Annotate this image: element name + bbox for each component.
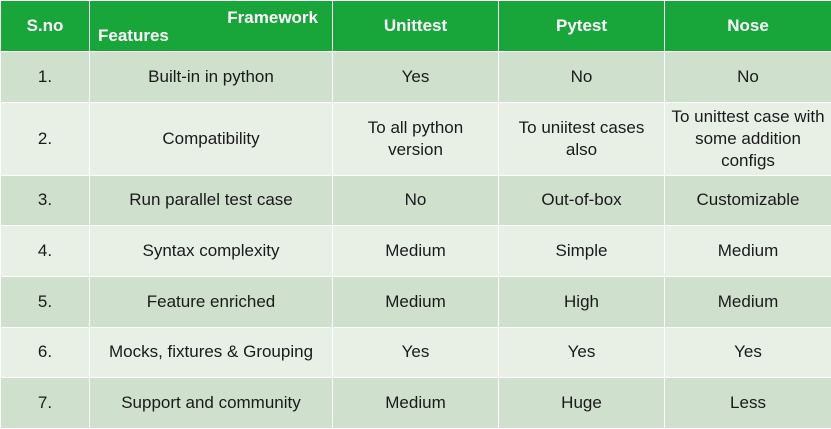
cell-feature: Run parallel test case (89, 174, 333, 227)
header-framework-label: Framework (227, 8, 318, 27)
table-row: 7. Support and community Medium Huge Les… (0, 377, 831, 429)
cell-sno: 7. (0, 377, 90, 429)
cell-unittest: Medium (332, 275, 499, 328)
cell-sno: 2. (0, 101, 90, 176)
cell-sno: 6. (0, 326, 90, 379)
cell-nose: No (664, 51, 831, 103)
table-row: 3. Run parallel test case No Out-of-box … (0, 174, 831, 227)
header-sno: S.no (0, 0, 90, 52)
cell-sno: 5. (0, 275, 90, 328)
cell-nose: Less (664, 377, 831, 429)
cell-feature: Feature enriched (89, 275, 333, 328)
header-pytest: Pytest (498, 0, 665, 52)
cell-unittest: No (332, 174, 499, 227)
cell-sno: 4. (0, 225, 90, 277)
header-nose: Nose (664, 0, 831, 52)
cell-feature: Support and community (89, 377, 333, 429)
cell-pytest: To uniitest cases also (498, 101, 665, 176)
header-features-label: Features (98, 26, 169, 45)
table-body: 1. Built-in in python Yes No No 2. Compa… (0, 51, 831, 429)
table-row: 2. Compatibility To all python version T… (0, 101, 831, 176)
cell-sno: 1. (0, 51, 90, 103)
cell-nose: Medium (664, 275, 831, 328)
cell-unittest: Yes (332, 326, 499, 379)
cell-unittest: To all python version (332, 101, 499, 176)
cell-unittest: Medium (332, 225, 499, 277)
cell-pytest: High (498, 275, 665, 328)
cell-pytest: No (498, 51, 665, 103)
cell-nose: Yes (664, 326, 831, 379)
cell-pytest: Huge (498, 377, 665, 429)
table-row: 1. Built-in in python Yes No No (0, 51, 831, 103)
cell-feature: Built-in in python (89, 51, 333, 103)
cell-nose: To unittest case with some addition conf… (664, 101, 831, 176)
table-header: S.no Framework Features Unittest Pytest … (0, 0, 831, 52)
cell-feature: Syntax complexity (89, 225, 333, 277)
cell-pytest: Yes (498, 326, 665, 379)
cell-unittest: Yes (332, 51, 499, 103)
table-row: 4. Syntax complexity Medium Simple Mediu… (0, 225, 831, 277)
cell-nose: Customizable (664, 174, 831, 227)
cell-pytest: Out-of-box (498, 174, 665, 227)
table-row: 5. Feature enriched Medium High Medium (0, 275, 831, 328)
header-row: S.no Framework Features Unittest Pytest … (0, 0, 831, 52)
cell-feature: Mocks, fixtures & Grouping (89, 326, 333, 379)
cell-pytest: Simple (498, 225, 665, 277)
cell-sno: 3. (0, 174, 90, 227)
cell-unittest: Medium (332, 377, 499, 429)
cell-nose: Medium (664, 225, 831, 277)
header-unittest: Unittest (332, 0, 499, 52)
cell-feature: Compatibility (89, 101, 333, 176)
table-row: 6. Mocks, fixtures & Grouping Yes Yes Ye… (0, 326, 831, 379)
header-framework-features: Framework Features (89, 0, 333, 52)
